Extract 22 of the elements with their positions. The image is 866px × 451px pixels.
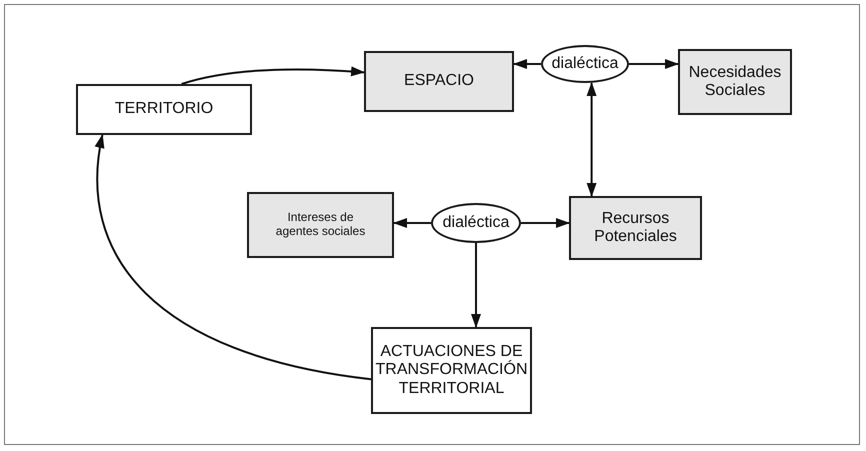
node-label: dialéctica xyxy=(552,54,618,74)
process-box xyxy=(569,196,702,260)
arrow xyxy=(393,218,431,228)
node-label: Recursos Potenciales xyxy=(593,210,678,246)
arrow xyxy=(181,66,365,85)
process-box xyxy=(76,84,252,135)
arrow xyxy=(586,82,597,197)
process-box xyxy=(371,327,532,414)
process-box xyxy=(247,192,394,258)
node-label: Intereses de agentes sociales xyxy=(275,211,366,239)
arrow xyxy=(513,59,541,69)
process-box xyxy=(678,49,792,115)
arrow xyxy=(629,59,679,69)
arrow xyxy=(471,243,481,328)
node-label: TERRITORIO xyxy=(114,100,214,119)
node-label: ACTUACIONES DE TRANSFORMACIÓN TERRITORIAL xyxy=(376,342,528,398)
arrow xyxy=(95,134,372,380)
node-label: Necesidades Sociales xyxy=(688,64,782,100)
node-label: dialéctica xyxy=(442,214,510,232)
process-box xyxy=(364,51,514,112)
arrow xyxy=(521,218,570,228)
node-label: ESPACIO xyxy=(404,72,474,91)
